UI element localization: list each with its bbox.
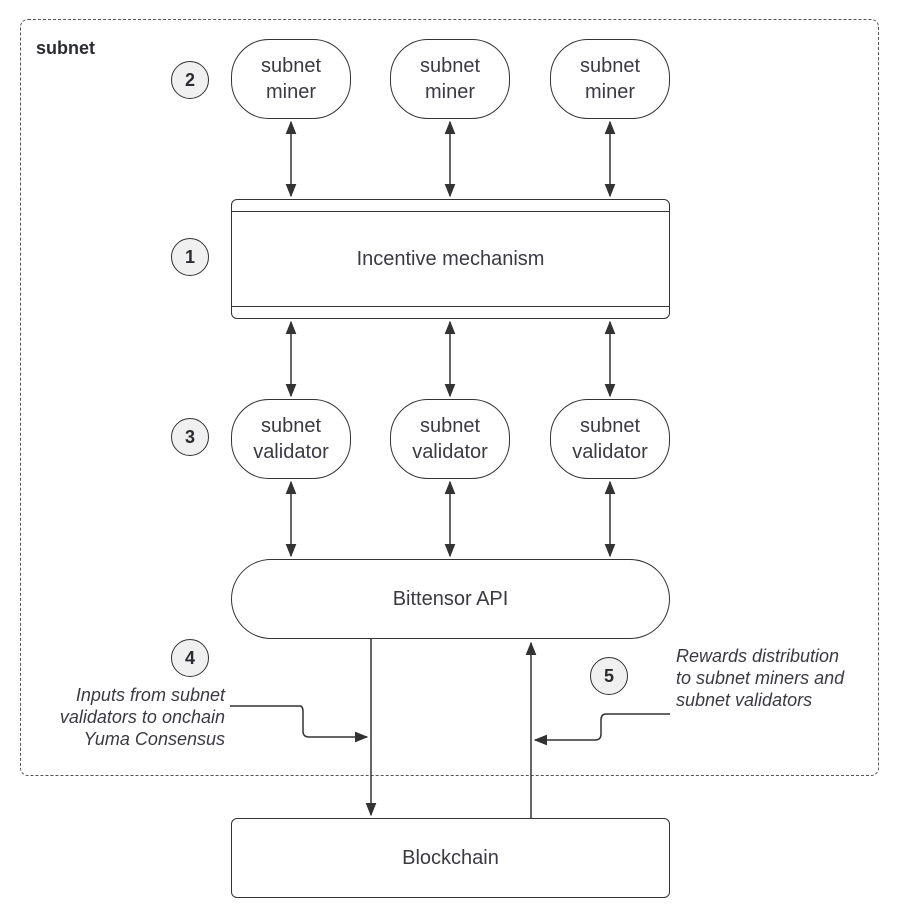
step-badge-4: 4	[171, 639, 209, 677]
bittensor-api-label: Bittensor API	[392, 588, 509, 610]
incentive-mechanism-label: Incentive mechanism	[356, 248, 545, 270]
step-badge-1: 1	[171, 238, 209, 276]
subnet-miner-1-label: subnet miner	[260, 55, 322, 103]
subnet-validator-1-label: subnet validator	[253, 415, 329, 463]
subnet-validator-1: subnet validator	[231, 399, 351, 479]
step-badge-2: 2	[171, 61, 209, 99]
rewards-callout-arrow	[533, 713, 670, 746]
subnet-miner-3-label: subnet miner	[579, 55, 641, 103]
rewards-annotation: Rewards distribution to subnet miners an…	[676, 646, 845, 710]
incentive-mechanism-box: Incentive mechanism	[231, 199, 670, 319]
blockchain-label: Blockchain	[402, 847, 499, 869]
inputs-annotation: Inputs from subnet validators to onchain…	[59, 685, 225, 749]
bittensor-api-box: Bittensor API	[231, 559, 670, 639]
subnet-validator-2: subnet validator	[390, 399, 510, 479]
subnet-miner-3: subnet miner	[550, 39, 670, 119]
subnet-miner-1: subnet miner	[231, 39, 351, 119]
subnet-boundary	[20, 19, 879, 776]
subnet-validator-2-label: subnet validator	[412, 415, 488, 463]
subnet-validator-3-label: subnet validator	[572, 415, 648, 463]
subnet-miner-2-label: subnet miner	[419, 55, 481, 103]
inputs-callout-arrow	[230, 705, 369, 743]
subnet-title: subnet	[36, 38, 96, 58]
step-badge-5: 5	[590, 657, 628, 695]
subnet-validator-3: subnet validator	[550, 399, 670, 479]
subnet-miner-2: subnet miner	[390, 39, 510, 119]
blockchain-box: Blockchain	[231, 818, 670, 898]
step-badge-3: 3	[171, 418, 209, 456]
